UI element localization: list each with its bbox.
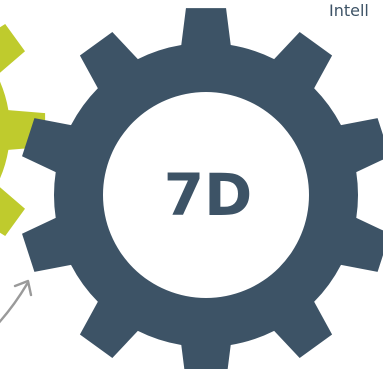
main-gear-label: 7D: [163, 161, 253, 229]
main-gear-shape: [22, 8, 383, 369]
curved-arrow-icon: [0, 282, 29, 324]
corner-heading-text: Intell: [329, 1, 369, 20]
arrow-head-icon: [13, 279, 33, 297]
side-gear-shape: [0, 24, 46, 236]
